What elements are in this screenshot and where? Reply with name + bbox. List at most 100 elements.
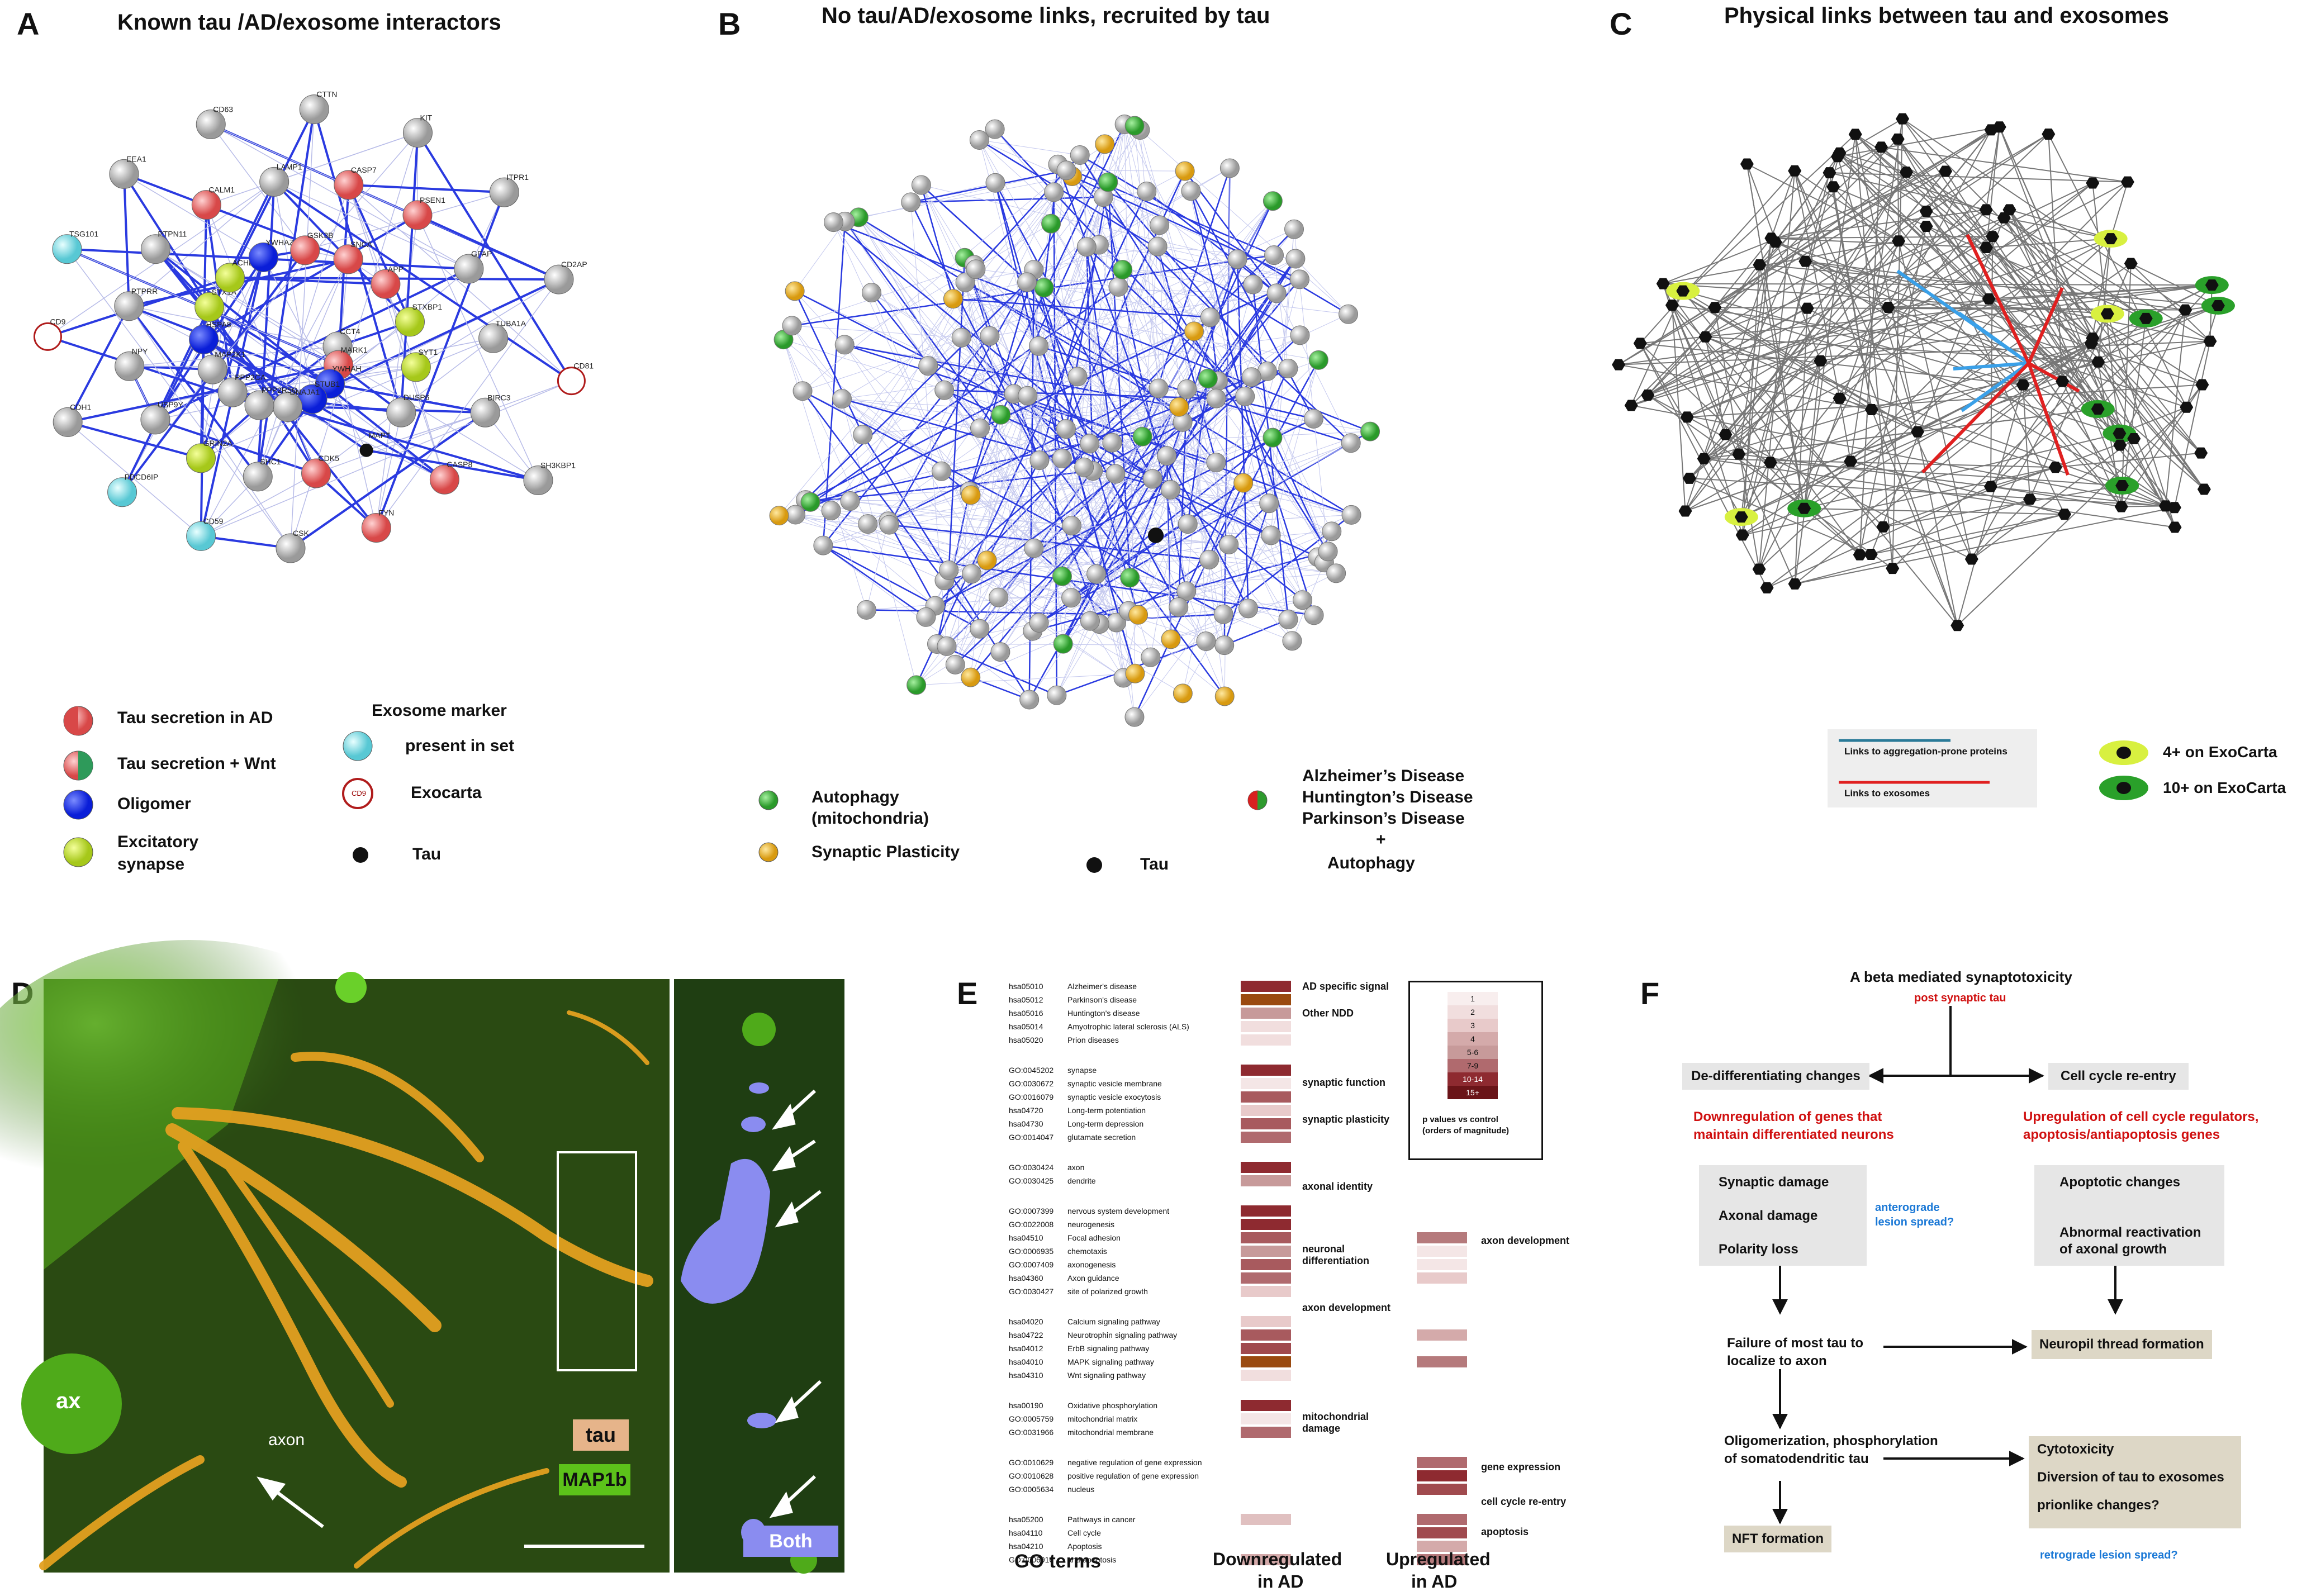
network-edge <box>290 109 315 549</box>
network-node <box>821 501 841 521</box>
network-edge <box>802 391 980 630</box>
panel-e-footer-down-2: in AD <box>1257 1571 1304 1592</box>
network-edge <box>1988 298 2093 339</box>
network-node <box>2168 521 2182 533</box>
network-edge <box>1190 191 1314 419</box>
network-node <box>1886 563 1900 574</box>
network-edge <box>1038 490 1171 623</box>
heatmap-cell-up <box>1417 1484 1467 1495</box>
network-node-label: FYN <box>378 508 394 517</box>
heatmap-cell-down <box>1241 994 1291 1005</box>
network-node <box>782 316 802 336</box>
network-node-casp7: CASP7 <box>334 165 377 200</box>
network-edge <box>1186 378 1208 591</box>
network-node-label: CASP7 <box>351 165 377 174</box>
heatmap-row-term: Focal adhesion <box>1067 1233 1121 1242</box>
network-edge <box>67 364 339 424</box>
heatmap-cell-up <box>1417 1457 1467 1468</box>
network-edge <box>122 174 130 306</box>
network-edge <box>1138 258 1296 615</box>
network-node <box>1161 629 1181 649</box>
network-edge <box>2009 209 2201 454</box>
network-edge <box>965 246 1158 283</box>
heatmap-cell-down <box>1241 1427 1291 1438</box>
panel-f-abnormal-2: of axonal growth <box>2059 1242 2167 1257</box>
panel-e-footer-up-2: in AD <box>1411 1571 1458 1592</box>
network-edge <box>1647 186 1834 396</box>
network-edge <box>1647 182 2093 396</box>
heatmap-row-id: hsa00190 <box>1009 1401 1043 1410</box>
network-node <box>1833 392 1847 404</box>
network-node <box>1698 331 1712 343</box>
network-node-cd9: CD9 <box>33 317 66 351</box>
network-node-map2k1: MAP2K1 <box>197 350 246 384</box>
network-edge <box>1725 434 1972 560</box>
network-edge <box>889 258 1296 525</box>
network-edge <box>783 339 1225 697</box>
legend-diseases-4: + <box>1376 830 1386 849</box>
panel-c-letter: C <box>1610 6 1632 41</box>
panel-b-network <box>769 114 1380 727</box>
network-edge <box>2003 217 2176 528</box>
network-node-label: KIT <box>420 113 432 122</box>
network-node <box>1633 338 1647 349</box>
network-node <box>916 607 936 627</box>
heatmap-row-term: Axon guidance <box>1067 1274 1119 1282</box>
network-node <box>1259 493 1279 514</box>
network-edge <box>1771 170 1796 239</box>
network-edge <box>1714 238 1772 308</box>
heatmap-cell-up <box>1417 1514 1467 1525</box>
heatmap-group-label: AD specific signal <box>1302 981 1389 992</box>
network-node-label: CD2AP <box>561 260 587 269</box>
network-node <box>856 600 876 620</box>
network-node-cd63: CD63 <box>196 104 233 139</box>
network-edge <box>2092 338 2201 454</box>
network-edge <box>969 269 1035 492</box>
network-node <box>1173 683 1193 704</box>
network-edge <box>1805 260 2186 311</box>
network-node <box>1864 404 1878 416</box>
heatmap-row-term: Neurotrophin signaling pathway <box>1067 1331 1178 1340</box>
network-edge <box>979 140 1080 156</box>
network-node <box>1178 514 1198 534</box>
network-node <box>985 173 1005 193</box>
network-node <box>1293 590 1313 610</box>
heatmap-row-id: hsa04510 <box>1009 1233 1043 1242</box>
panel-f-nft: NFT formation <box>1724 1526 1831 1552</box>
network-edge <box>810 421 1183 503</box>
network-edge <box>330 382 486 414</box>
network-node <box>1341 505 1361 525</box>
network-node-casp8: CASP8 <box>429 460 473 495</box>
network-edge <box>889 524 1100 625</box>
heatmap-cell-down <box>1241 1272 1291 1284</box>
network-edge <box>1027 396 1097 574</box>
legend-diseases-3: Parkinson’s Disease <box>1302 809 1465 828</box>
network-node <box>989 587 1009 607</box>
network-edge <box>941 471 1269 504</box>
network-edge <box>937 576 1062 644</box>
network-node <box>1169 597 1189 617</box>
heatmap-cell-down <box>1241 1232 1291 1243</box>
network-edge <box>1746 164 1821 362</box>
network-edge <box>1043 287 1183 422</box>
heatmap-row-id: GO:0007399 <box>1009 1206 1054 1215</box>
network-node <box>1017 272 1037 292</box>
network-node <box>1141 647 1161 667</box>
exosome-link <box>1921 362 2030 474</box>
network-edge <box>1870 217 2005 555</box>
network-node <box>2100 308 2114 320</box>
network-edge <box>338 364 377 528</box>
heatmap-cell-down <box>1241 981 1291 992</box>
network-edge <box>1631 298 1989 406</box>
network-edge <box>953 282 1027 300</box>
network-node <box>980 326 1000 346</box>
panel-c-legend-box <box>1828 729 2037 808</box>
network-node <box>2205 279 2219 291</box>
network-node-tsg101: TSG101 <box>52 230 98 264</box>
panel-f-diversion: Diversion of tau to exosomes <box>2037 1470 2224 1485</box>
network-node-itpr1: ITPR1 <box>489 173 529 207</box>
heatmap-row-term: Prion diseases <box>1067 1036 1119 1044</box>
heatmap-group-label: neuronal differentiation <box>1302 1243 1369 1266</box>
network-node <box>2115 479 2129 491</box>
network-node-cd2ap: CD2AP <box>544 260 587 294</box>
